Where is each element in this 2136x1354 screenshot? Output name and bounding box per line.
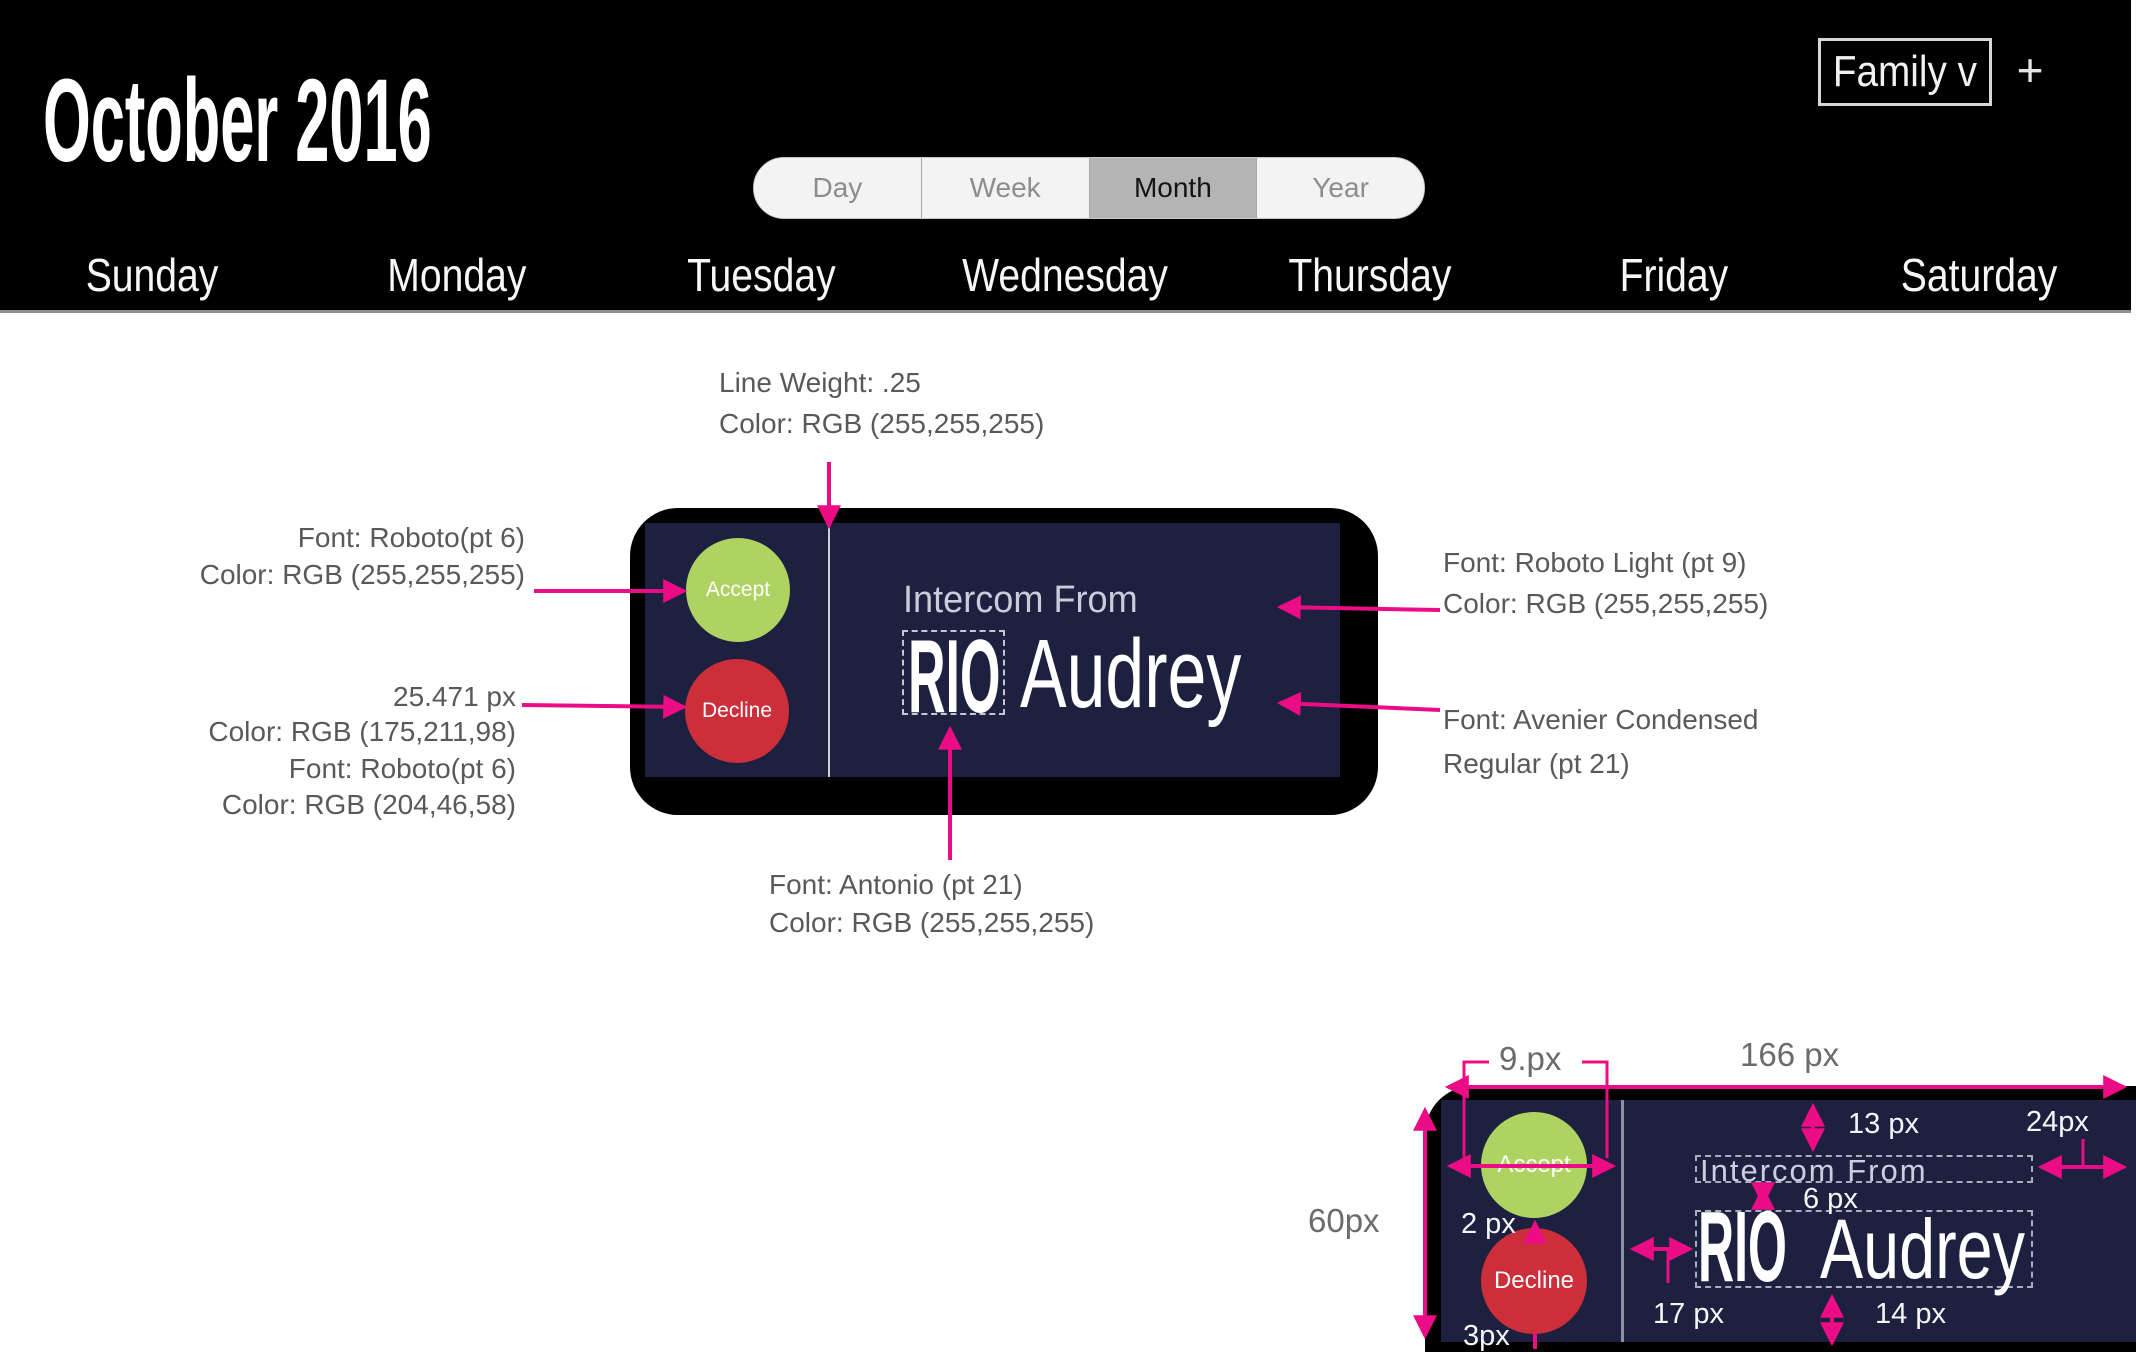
measurement-bottom-margin: 3px (1463, 1320, 1510, 1352)
plus-icon: + (2016, 44, 2044, 96)
annotation-line: Font: Roboto(pt 6) (288, 753, 516, 784)
annotation-line: Line Weight: .25 (719, 367, 921, 398)
zoom-name-bounds-box (1695, 1210, 2033, 1288)
annotation-decline-font-spec: Font: Roboto(pt 6) Color: RGB (204,46,58… (91, 751, 516, 823)
annotation-accept-font-spec: Font: Roboto(pt 6) Color: RGB (255,255,2… (100, 519, 525, 593)
page-title: October 2016 (43, 55, 432, 187)
zoom-subtitle-bounds-box (1695, 1155, 2033, 1183)
view-switcher: Day Week Month Year (753, 157, 1425, 219)
measurement-name-bottom: 14 px (1875, 1298, 1946, 1330)
annotation-line: Color: RGB (255,255,255) (719, 408, 1045, 439)
annotation-line: Color: RGB (255,255,255) (769, 907, 1095, 938)
decline-button[interactable]: Decline (685, 659, 789, 763)
calendar-header: October 2016 Family v + Day Week Month Y… (0, 0, 2131, 313)
weekday-tuesday: Tuesday (686, 249, 836, 301)
measurement-card-height: 60px (1308, 1202, 1380, 1239)
weekday-wednesday: Wednesday (962, 249, 1169, 301)
zoom-accept-button[interactable]: Accept (1481, 1112, 1587, 1218)
annotation-line: Font: Antonio (pt 21) (769, 869, 1023, 900)
accept-button[interactable]: Accept (686, 538, 790, 642)
annotation-line: Font: Roboto Light (pt 9) (1443, 547, 1747, 578)
weekday-header-row: Sunday Monday Tuesday Wednesday Thursday… (0, 240, 2131, 310)
tab-year[interactable]: Year (1256, 158, 1424, 218)
annotation-divider-spec: Line Weight: .25 Color: RGB (255,255,255… (719, 362, 1044, 444)
event-card-subtitle: Intercom From (903, 579, 1138, 621)
caller-prefix: RIO (908, 625, 1000, 729)
annotation-line: Color: RGB (175,211,98) (208, 716, 516, 747)
measurement-subtitle-gap: 6 px (1803, 1183, 1858, 1215)
family-dropdown-label: Family v (1832, 47, 1978, 96)
measurement-name-indent: 17 px (1653, 1298, 1724, 1330)
accept-button-label: Accept (705, 578, 771, 601)
zoom-caller-name: Audrey (1820, 1202, 2025, 1296)
measurement-subtitle-top: 13 px (1848, 1108, 1919, 1140)
annotation-line: 25.471 px (393, 681, 516, 712)
zoom-decline-button[interactable]: Decline (1481, 1228, 1587, 1334)
annotation-subtitle-font-spec: Font: Roboto Light (pt 9) Color: RGB (25… (1443, 542, 1768, 624)
measurement-subtitle-right: 24px (2026, 1106, 2089, 1138)
event-card-divider-line (828, 523, 830, 777)
annotation-line: Color: RGB (204,46,58) (221, 789, 516, 820)
caller-name: Audrey (1020, 619, 1242, 728)
zoom-decline-button-label: Decline (1493, 1267, 1575, 1294)
annotation-prefix-font-spec: Font: Antonio (pt 21) Color: RGB (255,25… (769, 866, 1094, 942)
weekday-friday: Friday (1619, 249, 1729, 301)
annotation-line: Color: RGB (255,255,255) (1443, 588, 1769, 619)
zoom-card-subtitle: Intercom From (1700, 1153, 1928, 1188)
annotation-line: Font: Avenier Condensed (1443, 704, 1759, 735)
zoom-accept-button-label: Accept (1497, 1151, 1571, 1178)
tab-month[interactable]: Month (1088, 158, 1257, 218)
annotation-name-font-spec: Font: Avenier Condensed Regular (pt 21) (1443, 698, 1758, 786)
caller-prefix-selection-box (902, 630, 1005, 715)
tab-week[interactable]: Week (920, 158, 1089, 218)
zoom-caller-prefix: RIO (1698, 1191, 1787, 1303)
weekday-monday: Monday (387, 249, 527, 301)
weekday-saturday: Saturday (1900, 249, 2057, 301)
weekday-thursday: Thursday (1288, 249, 1452, 301)
measurement-accept-column: 9.px (1499, 1040, 1562, 1077)
annotation-line: Regular (pt 21) (1443, 748, 1630, 779)
decline-button-label: Decline (701, 699, 773, 722)
add-event-button[interactable]: + (2000, 40, 2060, 100)
weekday-sunday: Sunday (85, 249, 219, 301)
zoom-card-divider-line (1621, 1100, 1624, 1342)
measurement-circle-gap: 2 px (1461, 1208, 1516, 1240)
measurement-card-width: 166 px (1740, 1036, 1840, 1073)
family-dropdown-button[interactable]: Family v (1818, 38, 1992, 106)
annotation-line: Color: RGB (255,255,255) (199, 559, 525, 590)
annotation-line: Font: Roboto(pt 6) (297, 522, 525, 553)
tab-day[interactable]: Day (812, 172, 863, 203)
annotation-circle-size-spec: 25.471 px Color: RGB (175,211,98) (91, 679, 516, 749)
